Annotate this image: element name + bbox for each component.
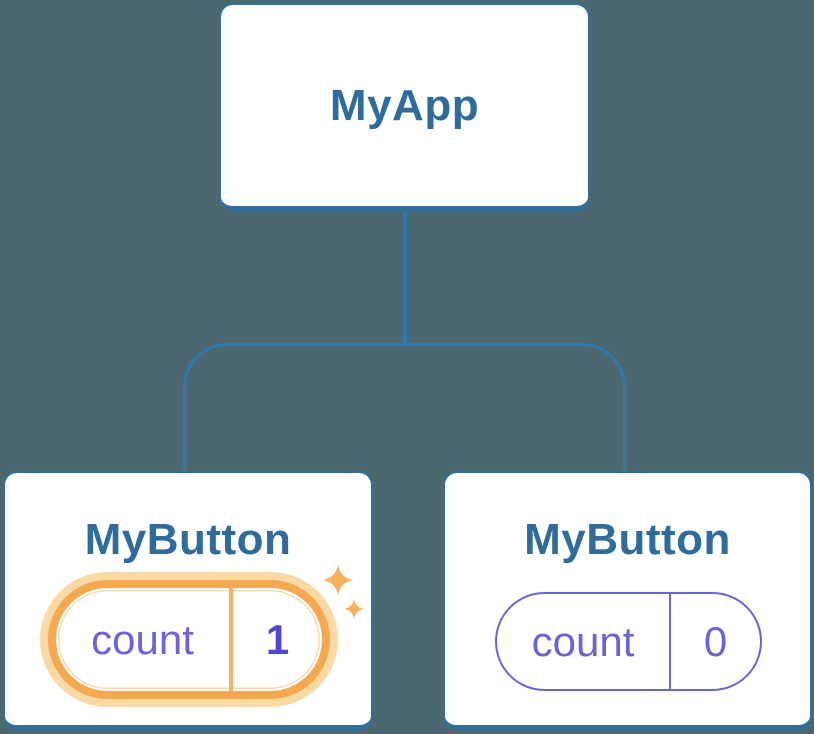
state-pill-highlighted: count 1 bbox=[48, 580, 330, 699]
sparkles-icon bbox=[322, 564, 354, 596]
node-title: MyButton bbox=[84, 515, 292, 564]
state-key-label: count bbox=[531, 617, 635, 665]
state-pill: count 0 bbox=[495, 592, 762, 691]
state-value-section: 1 bbox=[233, 588, 322, 691]
connector-branch bbox=[183, 343, 626, 472]
state-value: 1 bbox=[265, 615, 290, 663]
connector-root-stem bbox=[403, 210, 407, 346]
node-title: MyApp bbox=[329, 80, 480, 130]
state-value-section: 0 bbox=[671, 594, 760, 689]
node-myapp: MyApp bbox=[219, 3, 590, 211]
state-key-label: count bbox=[91, 615, 194, 663]
node-mybutton-right: MyButton count 0 bbox=[443, 471, 812, 730]
state-value: 0 bbox=[703, 617, 728, 665]
node-title: MyButton bbox=[524, 515, 731, 564]
state-key-section: count bbox=[56, 588, 233, 691]
state-key-section: count bbox=[497, 594, 671, 689]
node-mybutton-left: MyButton count 1 bbox=[3, 471, 373, 730]
sparkles-icon bbox=[344, 599, 364, 619]
